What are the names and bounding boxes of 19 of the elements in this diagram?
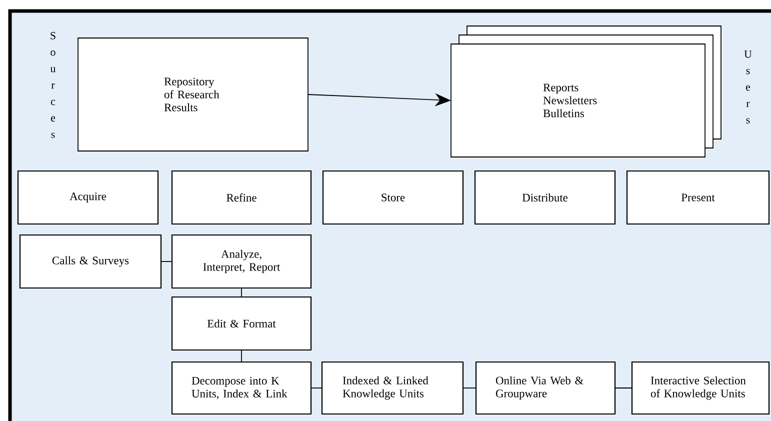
process-box: Decompose into K Units, Index & Link: [171, 361, 312, 415]
process-box: Interactive Selection of Knowledge Units: [631, 361, 770, 415]
process-box: Calls & Surveys: [19, 234, 162, 289]
process-box: Indexed & Linked Knowledge Units: [321, 361, 464, 415]
repository-box: Repository of Research Results: [78, 38, 308, 152]
stage-box: Distribute: [474, 170, 616, 225]
stage-box: Acquire: [17, 170, 159, 225]
process-box: Analyze, Interpret, Report: [171, 234, 312, 289]
document-stack: Reports Newsletters Bulletins: [450, 26, 722, 158]
connector-line: [160, 261, 172, 262]
process-box: Edit & Format: [171, 296, 312, 351]
stage-box: Store: [322, 170, 464, 225]
connector-line: [241, 288, 242, 298]
stage-box: Refine: [171, 170, 312, 225]
connector-line: [241, 350, 242, 362]
vertical-label: Users: [744, 50, 752, 124]
vertical-label: Sources: [50, 32, 56, 138]
process-box: Online Via Web & Groupware: [475, 361, 616, 415]
stage-box: Present: [626, 170, 770, 225]
